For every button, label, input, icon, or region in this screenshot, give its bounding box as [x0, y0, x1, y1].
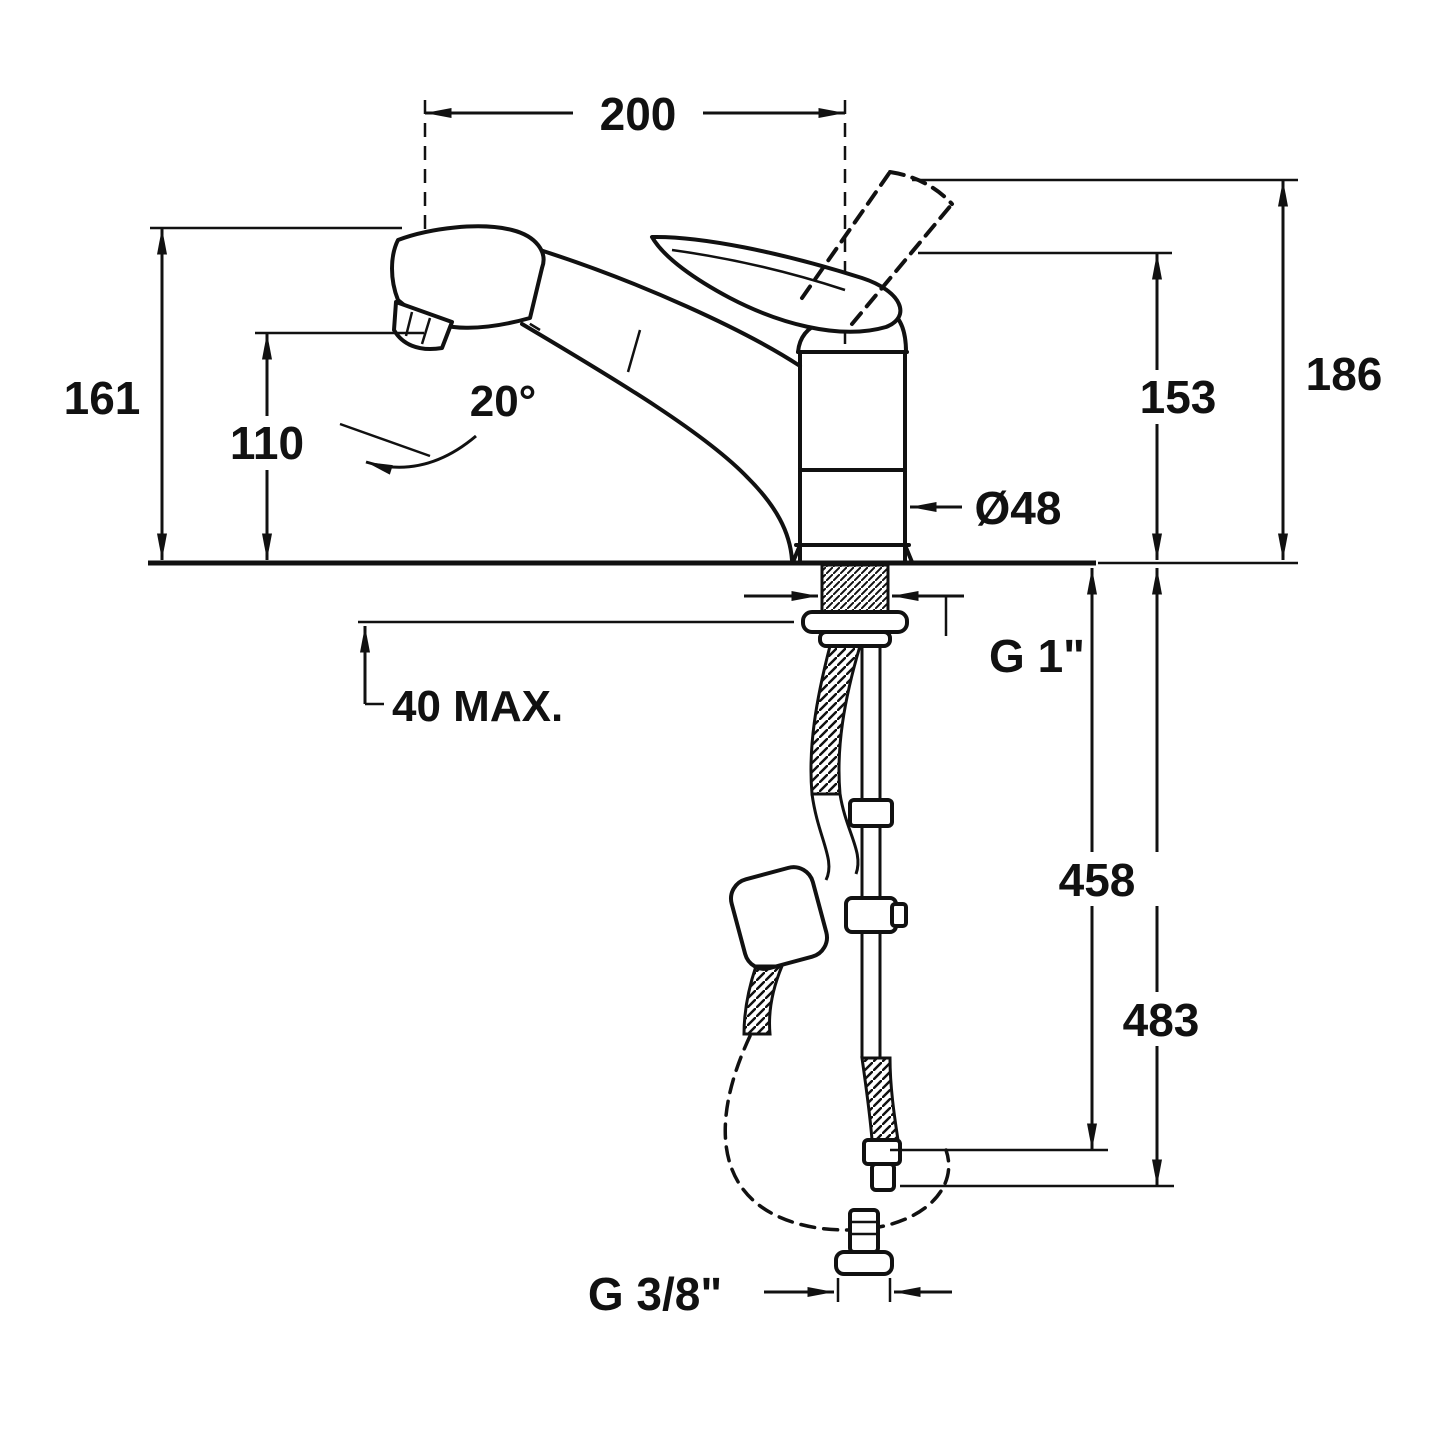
spray-hose-braided-lower	[742, 964, 785, 1036]
supply-hose-braided-end	[860, 1056, 900, 1142]
label-spout-reach: 200	[600, 88, 677, 140]
threaded-shank	[820, 563, 890, 614]
lever-handle-inner-line	[671, 248, 846, 292]
label-bg-hose-drop-long	[1097, 992, 1225, 1046]
label-bg-body-height	[1116, 370, 1240, 424]
supply-hose-upper	[860, 646, 882, 800]
supply-hose-lower	[860, 932, 882, 1058]
body-base-flare	[791, 543, 914, 564]
label-bg-outlet-height	[206, 416, 328, 470]
label-bg-hose-drop-short	[1033, 852, 1161, 906]
hose-fitting-1	[848, 798, 894, 828]
supply-hose-mid	[860, 826, 882, 898]
label-outlet-height: 110	[230, 417, 304, 469]
hose-weight-body	[729, 865, 829, 971]
label-overall-height: 186	[1306, 348, 1383, 400]
spray-hose-braided-upper	[809, 644, 863, 796]
hose-end-fitting	[862, 1138, 902, 1166]
spray-hose-smooth	[810, 793, 860, 881]
label-hose-drop-long: 483	[1123, 994, 1200, 1046]
mounting-nut	[801, 610, 909, 634]
label-bg-spout-reach	[573, 86, 703, 140]
supply-connector-nut	[834, 1250, 894, 1276]
spout-upper-edge	[538, 248, 802, 368]
label-supply-thread: G 3/8"	[588, 1268, 722, 1320]
spray-head	[390, 224, 546, 330]
spout-lower-edge	[520, 322, 794, 562]
hose-weight	[729, 865, 829, 971]
ext-lines-supply-thread	[836, 1278, 892, 1302]
shank-collar	[818, 630, 892, 648]
supply-connector-shank	[848, 1208, 880, 1254]
pullout-hose-loop-dashed	[723, 1034, 951, 1232]
angle-reference-line	[339, 422, 431, 458]
under-counter-assembly	[723, 563, 951, 1276]
angle-arc-arrow	[365, 434, 477, 475]
label-body-diameter: Ø48	[975, 482, 1062, 534]
aerator	[392, 300, 454, 351]
label-body-height: 153	[1140, 371, 1217, 423]
label-spout-angle: 20°	[470, 377, 537, 426]
lever-handle-raised-dashed	[800, 170, 954, 326]
hose-fitting-2-tab	[890, 902, 908, 928]
dimension-labels: 200 161 110 20° 186 153 Ø48 G 1" 40 MAX.…	[64, 86, 1383, 1320]
label-deck-thickness: 40 MAX.	[392, 682, 563, 731]
hose-fitting-2	[844, 896, 898, 934]
label-hose-drop-short: 458	[1059, 854, 1136, 906]
hose-end-nipple	[870, 1162, 896, 1192]
label-mount-thread: G 1"	[989, 630, 1085, 682]
supply-connector-ridges	[850, 1220, 878, 1236]
spout-joint-tick	[626, 329, 642, 373]
label-spout-height: 161	[64, 372, 141, 424]
lever-handle	[650, 234, 903, 334]
faucet-above-counter	[339, 100, 954, 564]
